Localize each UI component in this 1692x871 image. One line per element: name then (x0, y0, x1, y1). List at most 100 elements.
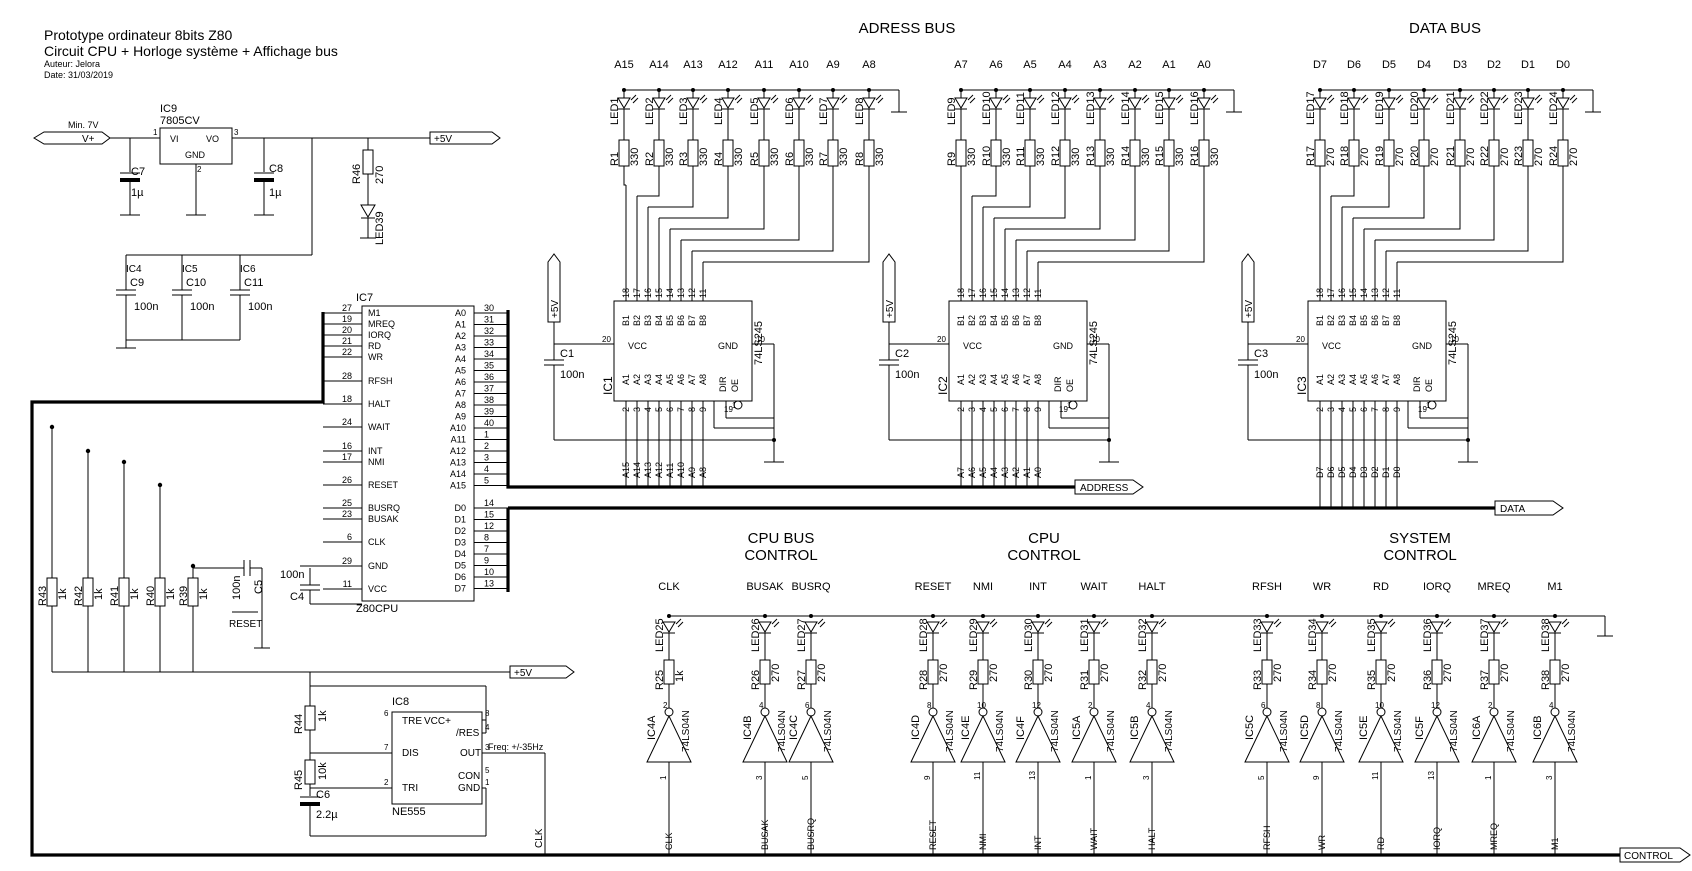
buffer-pin-20: 20 (937, 335, 946, 344)
svg-text:1: 1 (485, 778, 490, 787)
control-signal-label: INT (1029, 581, 1047, 593)
buffer-b-pin: 18 (1315, 288, 1325, 298)
inverter-bus-label: WR (1317, 835, 1327, 850)
decoupling-ref: C11 (244, 277, 263, 289)
bus-led21 (1453, 94, 1475, 110)
bus-res-value: 330 (1209, 148, 1221, 166)
bus-res-value: 330 (769, 148, 781, 166)
cpu-pin-a7: A7 (455, 389, 466, 399)
control-res-value: 270 (938, 664, 950, 682)
buffer-b-pin: 13 (1370, 288, 1380, 298)
decoupling-cap-c11 (230, 289, 250, 296)
buffer-bus-label: A5 (978, 467, 988, 478)
bus-res-ref: R16 (1189, 146, 1201, 166)
bus-res-value: 330 (804, 148, 816, 166)
buffer-a-name: A2 (967, 374, 977, 385)
cpu-pin-number: 37 (484, 384, 494, 394)
ic9-body (159, 127, 233, 165)
bus-led3 (686, 94, 708, 110)
svg-text:R46: R46 (351, 164, 363, 184)
bus-led-ref: LED18 (1339, 91, 1351, 125)
bus-led14 (1128, 94, 1150, 110)
control-res-ref: R30 (1023, 670, 1035, 690)
bus-res-ref: R15 (1154, 146, 1166, 166)
inverter-out-pin: 12 (1431, 701, 1440, 710)
svg-text:3: 3 (234, 128, 239, 137)
cpu-pin-number: 36 (484, 372, 494, 382)
control-signal-label: CLK (658, 581, 680, 593)
buffer-b-pin: 11 (698, 289, 708, 298)
title-line1: Prototype ordinateur 8bits Z80 (44, 27, 233, 43)
buffer-b-name: B6 (676, 315, 686, 326)
control-led25 (662, 618, 684, 634)
bus-led-label: A2 (1128, 59, 1141, 71)
buffer-b-pin: 16 (1337, 288, 1347, 298)
buffer-a-name: A1 (621, 374, 631, 385)
buffer-bus-label: A13 (643, 462, 653, 478)
buffer-b-name: B8 (1033, 315, 1043, 326)
bus-led-ref: LED14 (1120, 91, 1132, 125)
buffer-a-name: A3 (643, 374, 653, 385)
buffer-pin-1: 1 (1067, 401, 1072, 410)
inverter-in-pin: 3 (1545, 775, 1554, 780)
cpu-pin-number: 5 (484, 476, 489, 486)
buffer-body (613, 300, 753, 402)
cpu-pin-number: 20 (342, 325, 352, 335)
buffer-b-name: B1 (1315, 315, 1325, 326)
title-date: Date: 31/03/2019 (44, 70, 113, 80)
svg-text:R45: R45 (293, 770, 305, 790)
bus-led12 (1058, 94, 1080, 110)
inverter-ref: IC4D (910, 715, 922, 740)
control-led-ref: LED37 (1479, 618, 1491, 652)
buffer-oe-label: OE (1065, 379, 1075, 392)
cpu-pin-a2: A2 (455, 331, 466, 341)
cpu-pin-d6: D6 (454, 572, 466, 582)
control-led-ref: LED30 (1023, 618, 1035, 652)
svg-text:IC8: IC8 (392, 696, 409, 708)
bus-led-label: A1 (1162, 59, 1175, 71)
bus-led18 (1347, 94, 1369, 110)
svg-text:2: 2 (197, 165, 202, 174)
cpu-pin-number: 27 (342, 303, 352, 313)
decoupling-ref: C9 (130, 277, 144, 289)
control-led-ref: LED33 (1252, 618, 1264, 652)
cpu-pin-a0: A0 (455, 308, 466, 318)
buffer-pin-19: 19 (1059, 405, 1068, 414)
buffer-b-name: B8 (698, 315, 708, 326)
buffer-a-name: A2 (632, 374, 642, 385)
cpu-pin-int: INT (368, 446, 383, 456)
buffer-bus-label: A10 (676, 462, 686, 478)
control-led37 (1487, 618, 1509, 634)
cpu-pin-number: 6 (347, 532, 352, 542)
pullup-ref: R39 (178, 586, 190, 606)
decoupling-cap-c10 (172, 289, 192, 296)
bus-led-ref: LED22 (1479, 91, 1491, 125)
bus-res-value: 270 (1325, 148, 1337, 166)
bus-led-ref: LED4 (713, 97, 725, 125)
bus-led24 (1556, 94, 1578, 110)
cpu-pin-number: 17 (342, 452, 352, 462)
inverter-out-pin: 4 (1549, 701, 1554, 710)
buffer-b-pin: 11 (1033, 289, 1043, 298)
buffer-b-pin: 15 (1348, 288, 1358, 298)
buffer-a-pin: 2 (1315, 407, 1325, 412)
control-led33 (1260, 618, 1282, 634)
buffer-b-pin: 12 (687, 288, 697, 298)
svg-text:VCC+: VCC+ (424, 716, 451, 727)
bus-led-ref: LED23 (1513, 91, 1525, 125)
bus-led-label: A0 (1197, 59, 1210, 71)
buffer-b-name: B7 (1381, 315, 1391, 326)
buffer-part: 74LS245 (1088, 321, 1100, 365)
buffer-bus-label: A4 (989, 467, 999, 478)
bus-res-ref: R14 (1120, 146, 1132, 166)
control-res-value: 270 (1560, 664, 1572, 682)
buffer-b-pin: 17 (967, 288, 977, 298)
inverter-part: 74LS04N (1050, 710, 1061, 752)
bus-res-ref: R5 (749, 152, 761, 166)
buffer-a-pin: 8 (1381, 407, 1391, 412)
buffer-gnd-label: GND (1412, 341, 1433, 351)
svg-text:LED39: LED39 (374, 211, 386, 245)
decoupling-ic-label: IC6 (240, 264, 256, 275)
